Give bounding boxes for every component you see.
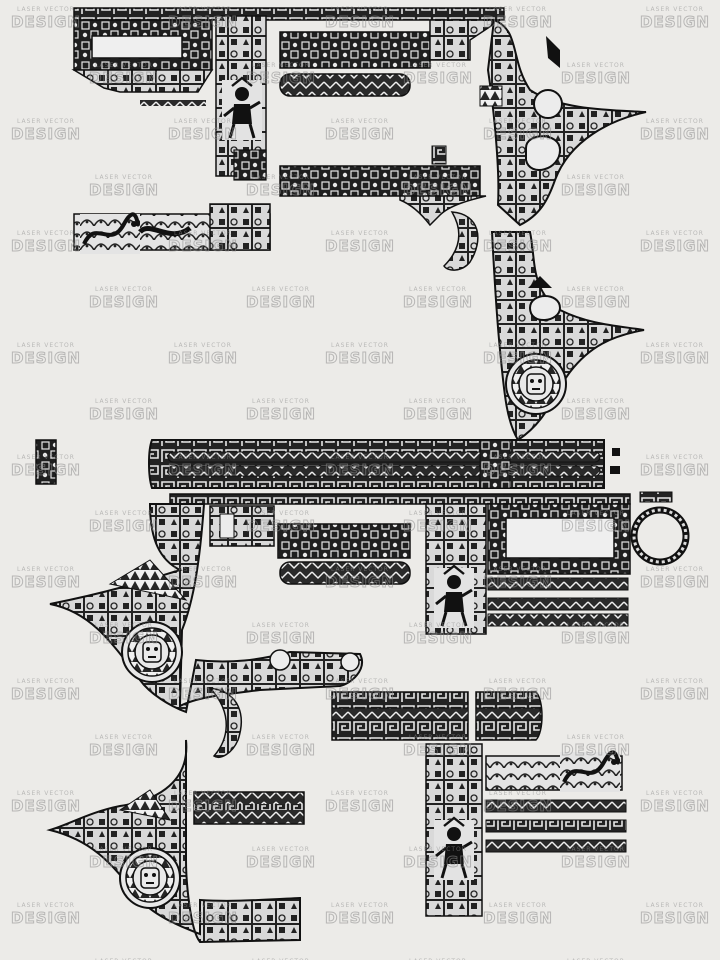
grip-panels-lower (193, 691, 627, 917)
frame-side-top (71, 7, 505, 180)
grip-frame-top (479, 18, 647, 227)
sun-stone-medallion-icon (505, 353, 567, 415)
grip-frame-bottom-left (49, 503, 363, 714)
feathered-serpent-icon (558, 750, 622, 794)
trigger-part-bottom (208, 686, 242, 758)
aztec-warrior-icon (432, 816, 476, 882)
barrel-part (148, 439, 605, 489)
grip-panel-serpent-top (73, 203, 271, 256)
cylinder-ring (630, 491, 690, 566)
grip-frame-mid (490, 231, 645, 442)
frame-side-bottom (169, 493, 631, 635)
frame-bottom-strip (233, 145, 487, 227)
grip-frame-bottom (46, 739, 301, 944)
aztec-warrior-icon (220, 76, 264, 142)
feathered-serpent-icon (78, 212, 142, 256)
sun-stone-medallion-icon (121, 621, 183, 683)
small-pins (35, 439, 620, 485)
aztec-warrior-icon (432, 564, 476, 630)
sun-stone-medallion-icon (119, 847, 181, 909)
trigger-part-top (443, 211, 479, 271)
